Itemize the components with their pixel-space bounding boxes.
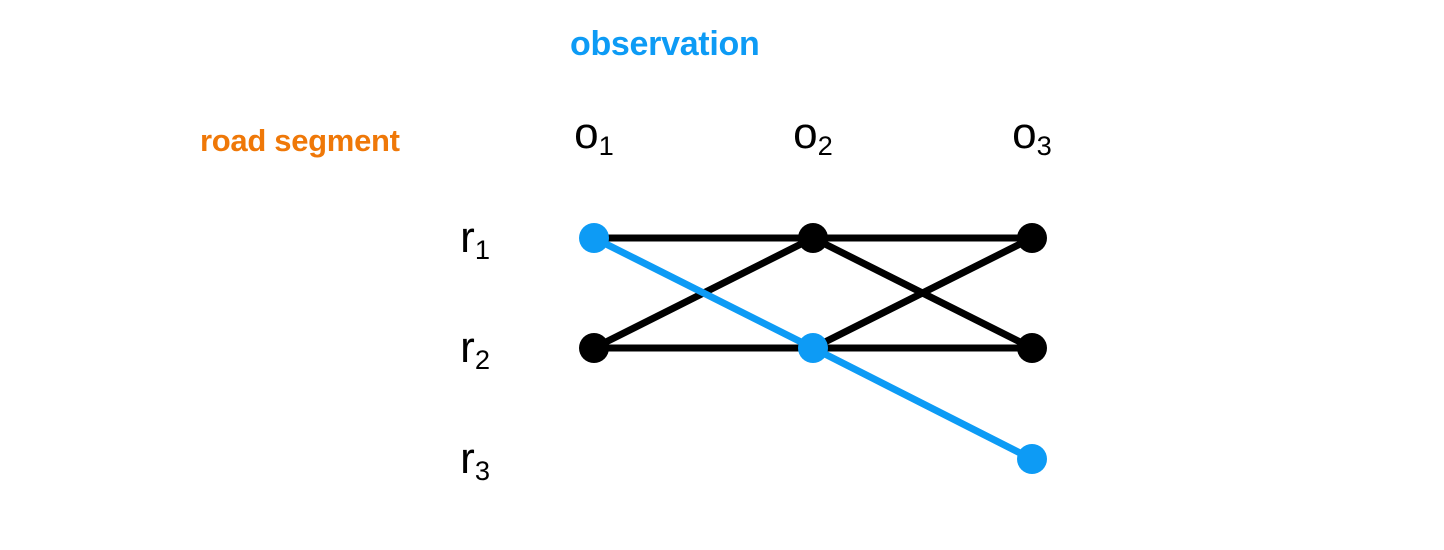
graph-node[interactable] [798, 223, 828, 253]
graph-node[interactable] [579, 333, 609, 363]
graph-edge [811, 344, 1034, 463]
row-header-r1-base: r [460, 213, 475, 262]
column-header-o3: o3 [1012, 109, 1052, 159]
graph-node[interactable] [1017, 444, 1047, 474]
row-header-r3-base: r [460, 434, 475, 483]
row-header-r2-base: r [460, 323, 475, 372]
column-header-o1-base: o [574, 109, 599, 158]
row-header-r2-subscript: 2 [474, 343, 490, 375]
row-header-r2: r2 [460, 323, 490, 373]
graph-edge [811, 234, 1034, 352]
column-header-o3-subscript: 3 [1036, 129, 1052, 161]
column-header-o2-base: o [793, 109, 818, 158]
graph-node[interactable] [1017, 333, 1047, 363]
row-header-r1: r1 [460, 213, 490, 263]
node-layer [579, 223, 1047, 474]
row-header-r3: r3 [460, 434, 490, 484]
observation-title: observation [570, 25, 760, 63]
edge-layer [592, 234, 1034, 463]
graph-edge [592, 234, 815, 352]
row-header-r1-subscript: 1 [474, 233, 490, 265]
column-header-o1: o1 [574, 109, 614, 159]
road-segment-title: road segment [200, 123, 400, 158]
column-header-o1-subscript: 1 [598, 129, 614, 161]
column-header-o3-base: o [1012, 109, 1037, 158]
graph-node[interactable] [1017, 223, 1047, 253]
row-header-r3-subscript: 3 [474, 454, 490, 486]
graph-node[interactable] [798, 333, 828, 363]
graph-node[interactable] [579, 223, 609, 253]
column-header-o2-subscript: 2 [817, 129, 833, 161]
column-header-o2: o2 [793, 109, 833, 159]
